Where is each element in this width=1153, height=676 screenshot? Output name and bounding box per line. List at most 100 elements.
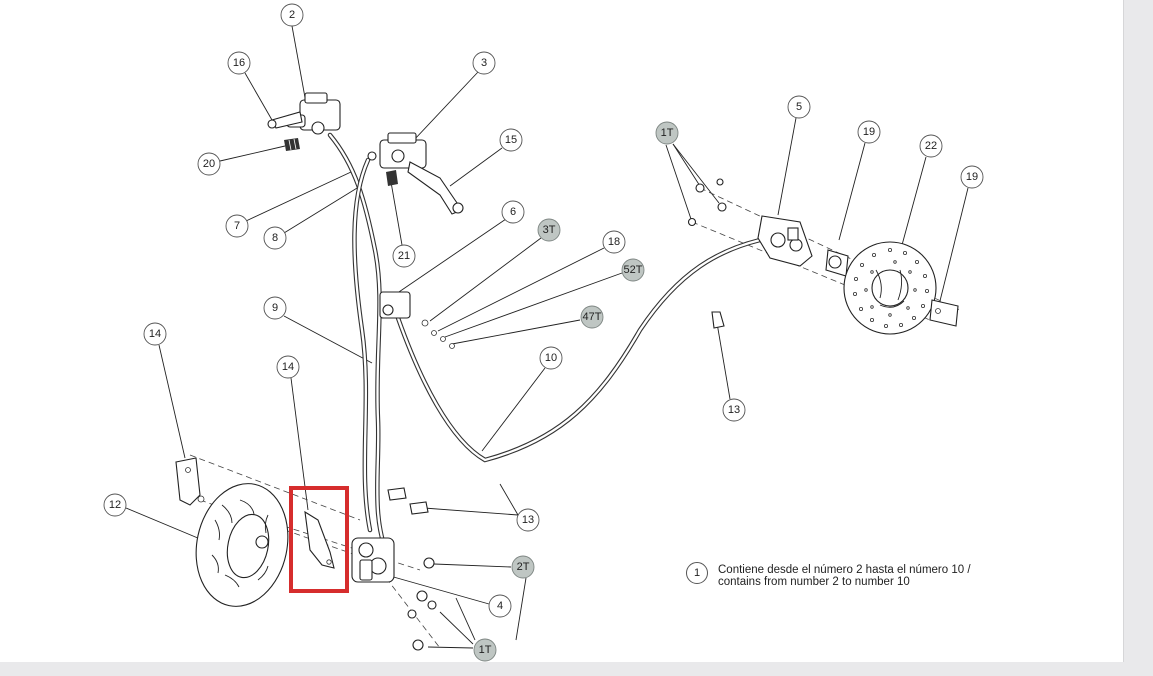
note-number: 1: [686, 562, 708, 584]
callout-number: 2T: [517, 561, 530, 573]
callout-c52T: 52T: [621, 258, 645, 282]
callout-number: 13: [522, 514, 534, 526]
callout-number: 15: [505, 134, 517, 146]
callout-number: 18: [608, 236, 620, 248]
note-line-1: Contiene desde el número 2 hasta el núme…: [718, 564, 971, 576]
callout-number: 2: [289, 9, 295, 21]
callout-circle: [488, 594, 512, 618]
leader-lines: [125, 25, 969, 649]
hose-junction: [379, 291, 455, 349]
callout-c16: 16: [227, 51, 251, 75]
callout-c19a: 19: [857, 120, 881, 144]
callout-c13a: 13: [722, 398, 746, 422]
callout-c2T: 2T: [511, 555, 535, 579]
callout-number: 3: [481, 57, 487, 69]
callout-circle: [539, 346, 563, 370]
front-brake-disc: [195, 483, 289, 607]
hose-clips: [387, 487, 429, 515]
callout-circle: [472, 51, 496, 75]
callout-circle: [621, 258, 645, 282]
callout-c15: 15: [499, 128, 523, 152]
callout-c21: 21: [392, 244, 416, 268]
callout-circle: [280, 3, 304, 27]
brake-system-exploded-diagram: 21631520782163T1852T47T91414101T51922191…: [103, 3, 984, 662]
callout-c3: 3: [472, 51, 496, 75]
callout-number: 1T: [661, 127, 674, 139]
callout-circle: [499, 128, 523, 152]
front-brake-pad-outer: [175, 457, 205, 506]
callout-circle: [516, 508, 540, 532]
callout-circle: [263, 296, 287, 320]
callout-c9: 9: [263, 296, 287, 320]
callout-c13b: 13: [516, 508, 540, 532]
rear-brake-disc: [843, 241, 937, 335]
callout-circle: [392, 244, 416, 268]
callout-number: 22: [925, 140, 937, 152]
callout-c1Ttop: 1T: [655, 121, 679, 145]
caliper-bolts: [407, 557, 437, 651]
note-text: Contiene desde el número 2 hasta el núme…: [718, 564, 971, 588]
callout-circle: [857, 120, 881, 144]
callout-number: 7: [234, 220, 240, 232]
callout-number: 10: [545, 352, 557, 364]
callout-number: 3T: [543, 224, 556, 236]
callout-c7: 7: [225, 214, 249, 238]
callout-number: 1T: [479, 644, 492, 656]
callout-number: 12: [109, 499, 121, 511]
callout-circle: [227, 51, 251, 75]
callout-number: 20: [203, 158, 215, 170]
callout-c6: 6: [501, 200, 525, 224]
callout-number: 14: [282, 361, 294, 373]
callout-c3T: 3T: [537, 218, 561, 242]
callout-c1Tbot: 1T: [473, 638, 497, 662]
callout-number: 13: [728, 404, 740, 416]
callout-circle: [787, 95, 811, 119]
rear-spacer: [825, 249, 849, 277]
callout-circle: [473, 638, 497, 662]
brake-hoses: [327, 132, 763, 563]
callout-c20: 20: [197, 152, 221, 176]
note-line-2: contains from number 2 to number 10: [718, 576, 910, 588]
callout-c47T: 47T: [580, 305, 604, 329]
right-master-cylinder: [367, 132, 464, 215]
callout-number: 4: [497, 600, 503, 612]
callout-c10: 10: [539, 346, 563, 370]
highlight-box: [289, 486, 349, 593]
front-brake-pad-inner: [304, 510, 335, 569]
callout-circle: [511, 555, 535, 579]
callout-c4: 4: [488, 594, 512, 618]
callout-c22: 22: [919, 134, 943, 158]
callout-c8: 8: [263, 226, 287, 250]
callout-circle: [537, 218, 561, 242]
callout-number: 9: [272, 302, 278, 314]
callout-c14b: 14: [276, 355, 300, 379]
callout-c2: 2: [280, 3, 304, 27]
callout-number: 5: [796, 101, 802, 113]
callout-circle: [919, 134, 943, 158]
rear-disc-holes: [853, 247, 930, 328]
callout-circle: [103, 493, 127, 517]
callout-number: 19: [966, 171, 978, 183]
callout-c19b: 19: [960, 165, 984, 189]
rear-hose-clip: [711, 311, 725, 329]
callout-circle: [580, 305, 604, 329]
callout-number: 19: [863, 126, 875, 138]
rear-caliper: [687, 178, 813, 267]
callout-c14a: 14: [143, 322, 167, 346]
callout-circle: [501, 200, 525, 224]
callout-circle: [655, 121, 679, 145]
callout-circle: [263, 226, 287, 250]
callout-number: 47T: [583, 311, 602, 323]
front-caliper: [351, 537, 395, 583]
callout-number: 14: [149, 328, 161, 340]
callout-number: 52T: [624, 264, 643, 276]
callout-circle: [722, 398, 746, 422]
callout-c12: 12: [103, 493, 127, 517]
callout-circle: [143, 322, 167, 346]
left-master-cylinder: [267, 92, 341, 135]
callout-circle: [276, 355, 300, 379]
rear-spacer-outer: [929, 299, 959, 327]
callout-number: 16: [233, 57, 245, 69]
